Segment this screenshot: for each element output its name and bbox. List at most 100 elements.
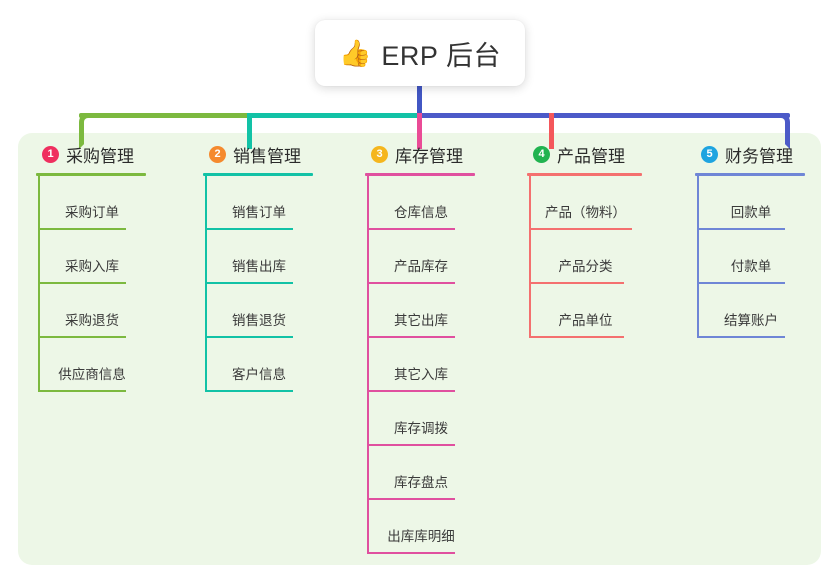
branch-column-4: 4 产品管理产品（物料） 产品分类产品单位 (527, 142, 642, 338)
branch-item-label: 付款单 (730, 259, 772, 274)
branch-item-list: 回款单付款单结算账户 (695, 176, 805, 338)
branch-number-badge: 2 (209, 145, 226, 163)
root-stem-connector (417, 86, 422, 113)
branch-item-rule (205, 282, 293, 284)
branch-item-rule (38, 390, 126, 392)
branch-item-label: 产品（物料） (545, 205, 626, 220)
branch-item-label: 库存盘点 (394, 475, 448, 490)
trunk-segment-green (79, 113, 251, 118)
branch-column-2: 2 销售管理销售订单销售出库销售退货客户信息 (203, 142, 313, 392)
branch-item[interactable]: 采购入库 (38, 230, 146, 284)
branch-item[interactable]: 采购退货 (38, 284, 146, 338)
branch-title: 采购管理 (66, 146, 134, 166)
branch-header-5[interactable]: 5 财务管理 (695, 142, 805, 166)
branch-item-rule (367, 336, 455, 338)
branch-item[interactable]: 产品分类 (529, 230, 642, 284)
branch-item-list: 仓库信息产品库存其它出库其它入库库存调拨库存盘点出库库明细 (365, 176, 475, 554)
branch-item-rule (38, 228, 126, 230)
branch-item-rule (367, 552, 455, 554)
branch-item-rule (367, 228, 455, 230)
branch-item[interactable]: 供应商信息 (38, 338, 146, 392)
trunk-elbow-right (764, 113, 790, 149)
branch-item[interactable]: 销售出库 (205, 230, 313, 284)
branch-spine (38, 176, 40, 392)
branch-item[interactable]: 销售退货 (205, 284, 313, 338)
branch-item[interactable]: 库存调拨 (367, 392, 475, 446)
branch-item-label: 其它入库 (394, 367, 448, 382)
branch-item[interactable]: 回款单 (697, 176, 805, 230)
branch-header-rule (203, 173, 313, 176)
branch-item-label: 采购入库 (65, 259, 119, 274)
branch-item[interactable]: 付款单 (697, 230, 805, 284)
branch-item-rule (529, 282, 624, 284)
branch-item-rule (367, 282, 455, 284)
branch-spine (529, 176, 531, 338)
branch-number-badge: 5 (701, 145, 718, 163)
branch-item[interactable]: 出库库明细 (367, 500, 475, 554)
branch-item[interactable]: 库存盘点 (367, 446, 475, 500)
branch-item[interactable]: 产品单位 (529, 284, 642, 338)
branch-item-label: 回款单 (730, 205, 772, 220)
branch-title: 财务管理 (725, 146, 793, 166)
branch-item-label: 销售退货 (232, 313, 286, 328)
branch-item-rule (205, 390, 293, 392)
branch-item[interactable]: 产品（物料） (529, 176, 642, 230)
branch-header-1[interactable]: 1 采购管理 (36, 142, 146, 166)
branch-number-badge: 3 (371, 145, 388, 163)
branch-item-label: 客户信息 (232, 367, 286, 382)
branch-spine (367, 176, 369, 554)
branch-item-list: 销售订单销售出库销售退货客户信息 (203, 176, 313, 392)
branches-panel (18, 133, 821, 565)
branch-item[interactable]: 客户信息 (205, 338, 313, 392)
branch-item-label: 产品单位 (558, 313, 613, 328)
branch-number-badge: 4 (533, 145, 550, 163)
branch-header-rule (527, 173, 642, 176)
branch-item-label: 采购退货 (65, 313, 119, 328)
branch-item-rule (697, 336, 785, 338)
root-title-card[interactable]: 👍 ERP 后台 (315, 20, 525, 86)
branch-item-rule (367, 444, 455, 446)
trunk-stub-branch-3 (417, 113, 422, 149)
branch-item-rule (529, 228, 632, 230)
branch-header-rule (365, 173, 475, 176)
branch-item-label: 库存调拨 (394, 421, 448, 436)
branch-title: 库存管理 (395, 146, 463, 166)
branch-item[interactable]: 产品库存 (367, 230, 475, 284)
branch-item[interactable]: 其它出库 (367, 284, 475, 338)
trunk-elbow-left (79, 113, 105, 149)
branch-header-rule (695, 173, 805, 176)
branch-spine (205, 176, 207, 392)
branch-title: 销售管理 (233, 146, 301, 166)
branch-item-label: 结算账户 (724, 313, 778, 328)
branch-item-label: 产品库存 (394, 259, 448, 274)
branch-column-5: 5 财务管理回款单付款单结算账户 (695, 142, 805, 338)
branch-header-3[interactable]: 3 库存管理 (365, 142, 475, 166)
branch-spine (697, 176, 699, 338)
trunk-segment-teal (247, 113, 423, 118)
branch-item-rule (38, 336, 126, 338)
trunk-segment-blue (417, 113, 790, 118)
branch-header-4[interactable]: 4 产品管理 (527, 142, 642, 166)
branch-item-rule (38, 282, 126, 284)
branch-item-label: 出库库明细 (387, 529, 455, 544)
branch-item[interactable]: 采购订单 (38, 176, 146, 230)
branch-title: 产品管理 (557, 146, 625, 166)
branch-item-label: 销售订单 (232, 205, 286, 220)
branch-item-list: 产品（物料） 产品分类产品单位 (527, 176, 642, 338)
branch-item[interactable]: 销售订单 (205, 176, 313, 230)
root-title-text: ERP 后台 (381, 40, 501, 71)
branch-item[interactable]: 仓库信息 (367, 176, 475, 230)
branch-item-rule (205, 336, 293, 338)
branch-item[interactable]: 结算账户 (697, 284, 805, 338)
branch-column-1: 1 采购管理采购订单采购入库采购退货供应商信息 (36, 142, 146, 392)
branch-header-2[interactable]: 2 销售管理 (203, 142, 313, 166)
branch-item-label: 采购订单 (65, 205, 119, 220)
branch-item[interactable]: 其它入库 (367, 338, 475, 392)
branch-item-rule (367, 390, 455, 392)
branch-item-list: 采购订单采购入库采购退货供应商信息 (36, 176, 146, 392)
branch-item-label: 其它出库 (394, 313, 448, 328)
branch-item-rule (205, 228, 293, 230)
trunk-stub-branch-4 (549, 113, 554, 149)
branch-number-badge: 1 (42, 145, 59, 163)
